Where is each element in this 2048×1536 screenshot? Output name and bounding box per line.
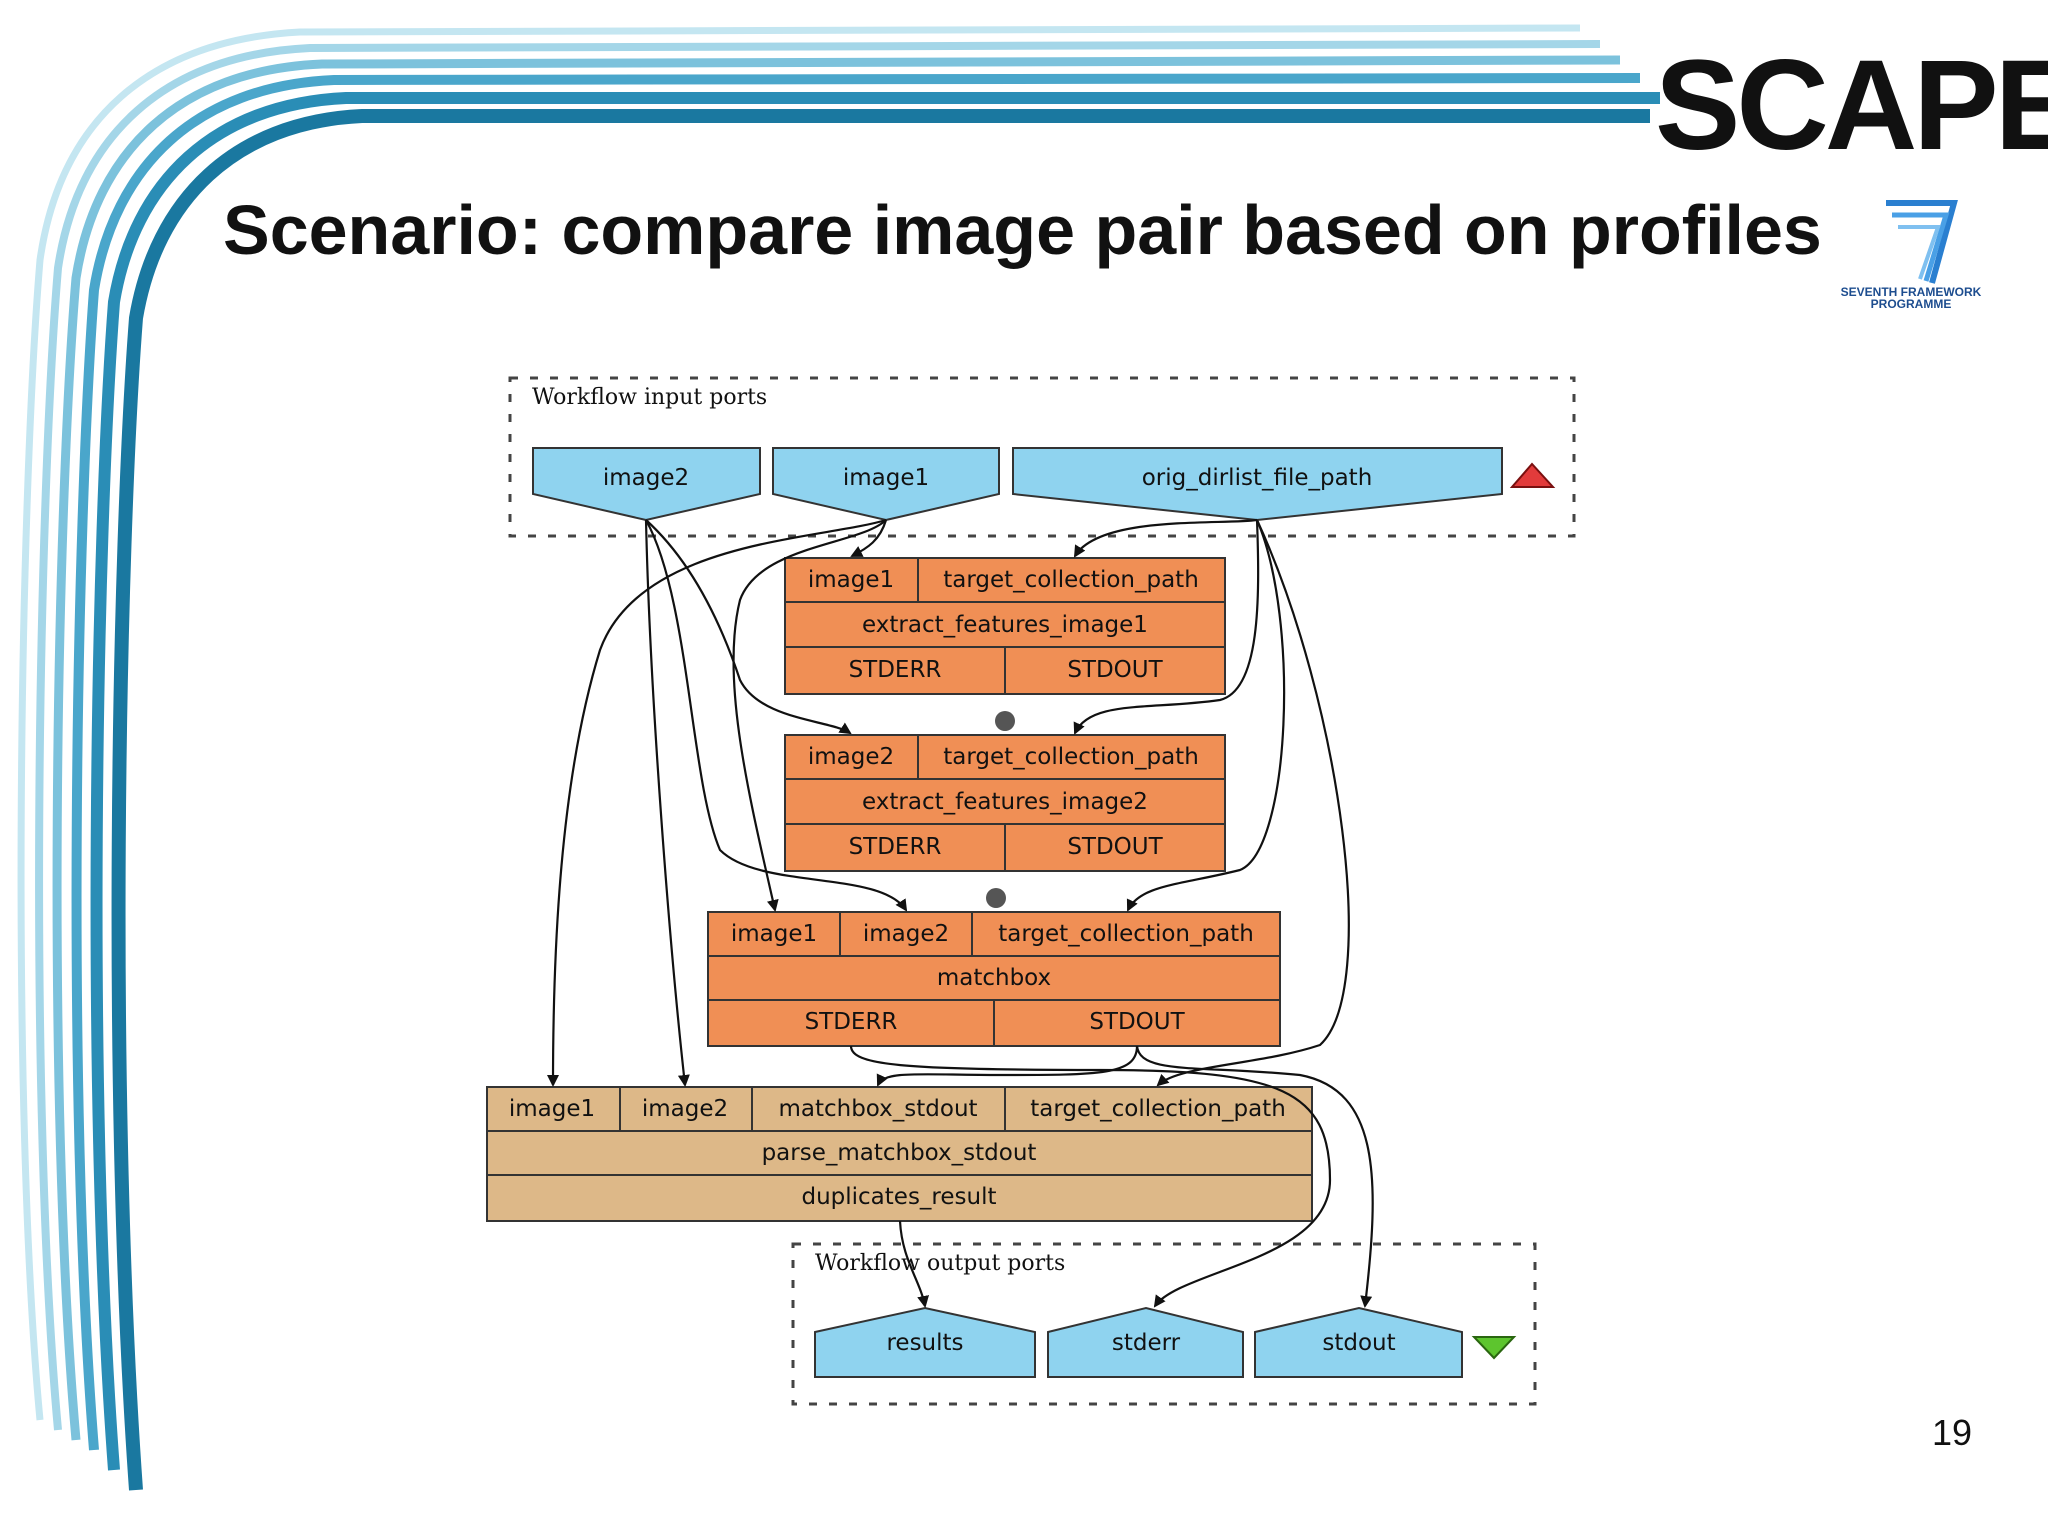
processor-input-port: image2 — [642, 1096, 728, 1122]
stripe-1 — [17, 24, 1581, 1421]
collapse-triangle-icon[interactable] — [1509, 462, 1556, 488]
output-ports-label: Workflow output ports — [815, 1251, 1065, 1276]
processor-input-port: image1 — [731, 921, 817, 947]
stripe-5 — [90, 92, 1660, 1471]
fp7-caption-line2: PROGRAMME — [1870, 297, 1952, 311]
stripe-6 — [111, 109, 1650, 1491]
input-ports-label: Workflow input ports — [532, 385, 767, 410]
processor-name: matchbox — [937, 965, 1051, 991]
data-link — [644, 519, 690, 1087]
data-link — [1073, 519, 1260, 735]
input-port-label: image2 — [603, 465, 689, 491]
fp7-logo: SEVENTH FRAMEWORK PROGRAMME — [1836, 195, 1986, 315]
data-link — [849, 1045, 1332, 1308]
stripe-2 — [35, 40, 1601, 1431]
processor-output-port: STDERR — [849, 657, 942, 683]
processor-parse-matchbox-stdout[interactable]: image1 image2 matchbox_stdout target_col… — [486, 1086, 1313, 1222]
processor-name: extract_features_image2 — [862, 789, 1148, 815]
processor-extract-features-image2[interactable]: image2 target_collection_path extract_fe… — [784, 734, 1226, 872]
input-port-label: image1 — [843, 465, 929, 491]
slide-title: Scenario: compare image pair based on pr… — [223, 191, 1822, 269]
output-port-label: stderr — [1112, 1330, 1181, 1356]
processor-matchbox[interactable]: image1 image2 target_collection_path mat… — [707, 911, 1281, 1047]
processor-input-port: image1 — [808, 567, 894, 593]
page-number: 19 — [1932, 1412, 1973, 1453]
data-link — [850, 519, 888, 557]
fp7-seven-icon — [1886, 200, 1958, 284]
control-link-dot — [986, 888, 1006, 908]
processor-extract-features-image1[interactable]: image1 target_collection_path extract_fe… — [784, 557, 1226, 695]
scape-logo: SCAPE — [1655, 34, 2048, 177]
data-link — [645, 519, 908, 912]
data-link — [547, 518, 887, 1087]
expand-triangle-icon[interactable] — [1471, 1336, 1517, 1360]
data-links — [547, 518, 1374, 1308]
data-link — [1135, 1045, 1374, 1308]
processor-output-port: STDERR — [849, 834, 942, 860]
processor-output-port: STDERR — [805, 1009, 898, 1035]
processor-input-port: matchbox_stdout — [778, 1096, 977, 1122]
processor-output-port: STDOUT — [1089, 1009, 1185, 1035]
processor-input-port: target_collection_path — [943, 744, 1199, 770]
output-port-label: stdout — [1322, 1330, 1395, 1356]
input-port-label: orig_dirlist_file_path — [1142, 465, 1373, 491]
output-ports-group — [791, 1242, 1537, 1406]
output-port-results[interactable]: results — [814, 1306, 1036, 1378]
processor-output-port: duplicates_result — [801, 1184, 996, 1210]
output-port-label: results — [886, 1330, 963, 1356]
processor-input-port: target_collection_path — [1030, 1096, 1286, 1122]
output-port-stderr[interactable]: stderr — [1047, 1306, 1244, 1378]
input-port-image1[interactable]: image1 — [772, 447, 1000, 522]
data-link — [1073, 518, 1258, 558]
control-link-dot — [995, 711, 1015, 731]
processor-input-port: image2 — [863, 921, 949, 947]
input-port-orig-dirlist-file-path[interactable]: orig_dirlist_file_path — [1012, 447, 1503, 522]
processor-name: extract_features_image1 — [862, 612, 1148, 638]
data-link — [732, 519, 887, 912]
stripe-4 — [71, 73, 1641, 1451]
processor-output-port: STDOUT — [1067, 834, 1163, 860]
data-link — [1156, 519, 1350, 1087]
data-link — [645, 519, 852, 735]
processor-output-port: STDOUT — [1067, 657, 1163, 683]
data-link — [898, 1220, 929, 1308]
fp7-caption-line1: SEVENTH FRAMEWORK — [1840, 285, 1982, 299]
processor-input-port: target_collection_path — [943, 567, 1199, 593]
processor-name: parse_matchbox_stdout — [762, 1140, 1037, 1166]
processor-input-port: image2 — [808, 744, 894, 770]
data-link — [1126, 519, 1286, 912]
processor-input-port: image1 — [509, 1096, 595, 1122]
input-port-image2[interactable]: image2 — [532, 447, 761, 522]
output-port-stdout[interactable]: stdout — [1254, 1306, 1463, 1378]
processor-input-port: target_collection_path — [998, 921, 1254, 947]
data-link — [876, 1045, 1139, 1087]
input-ports-group — [508, 376, 1576, 538]
stripe-3 — [52, 55, 1621, 1441]
